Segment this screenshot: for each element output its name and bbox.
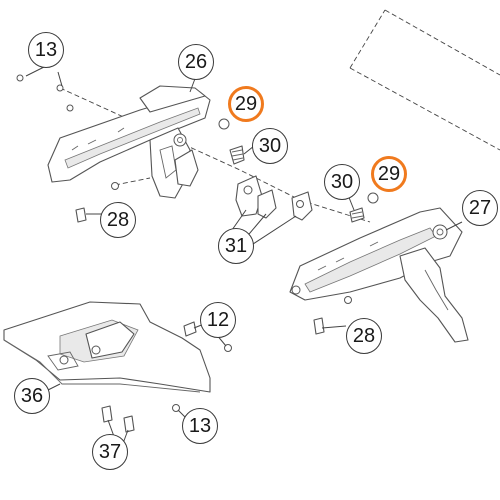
callout-28-left: 28: [100, 202, 136, 238]
spring-30a: [229, 145, 245, 165]
callout-29-highlight-right: 29: [371, 156, 407, 192]
callout-label: 37: [98, 440, 122, 463]
callout-29-highlight-left: 29: [228, 86, 264, 122]
callout-13-bottom: 13: [182, 408, 218, 444]
callout-label: 12: [206, 308, 230, 331]
callout-12: 12: [200, 302, 236, 338]
screws: [16, 74, 352, 433]
bracket-27: [289, 207, 469, 343]
callout-label: 13: [188, 414, 212, 437]
callout-label: 29: [377, 162, 401, 185]
frame-outline: [349, 9, 500, 151]
callout-36: 36: [14, 378, 50, 414]
callout-label: 36: [20, 384, 44, 407]
callout-label: 13: [34, 38, 58, 61]
nut-29b: [367, 192, 379, 204]
axis-line-lower: [114, 177, 151, 186]
callout-37: 37: [92, 434, 128, 470]
cover-plate-36: [3, 301, 211, 393]
callout-13-top: 13: [28, 32, 64, 68]
callout-label: 27: [468, 196, 492, 219]
callout-label: 30: [330, 170, 354, 193]
clamp-31: [235, 175, 313, 221]
callout-26: 26: [178, 44, 214, 80]
callout-label: 29: [234, 92, 258, 115]
callout-31: 31: [218, 228, 254, 264]
nut-29a: [218, 118, 230, 130]
callout-label: 26: [184, 50, 208, 73]
callout-label: 30: [258, 134, 282, 157]
bracket-26: [47, 85, 211, 199]
spring-30b: [349, 207, 365, 223]
callout-27: 27: [462, 190, 498, 226]
callout-label: 28: [352, 324, 376, 347]
callout-30-left: 30: [252, 128, 288, 164]
callout-label: 28: [106, 208, 130, 231]
callout-28-right: 28: [346, 318, 382, 354]
callout-label: 31: [224, 234, 248, 257]
callout-30-right: 30: [324, 164, 360, 200]
